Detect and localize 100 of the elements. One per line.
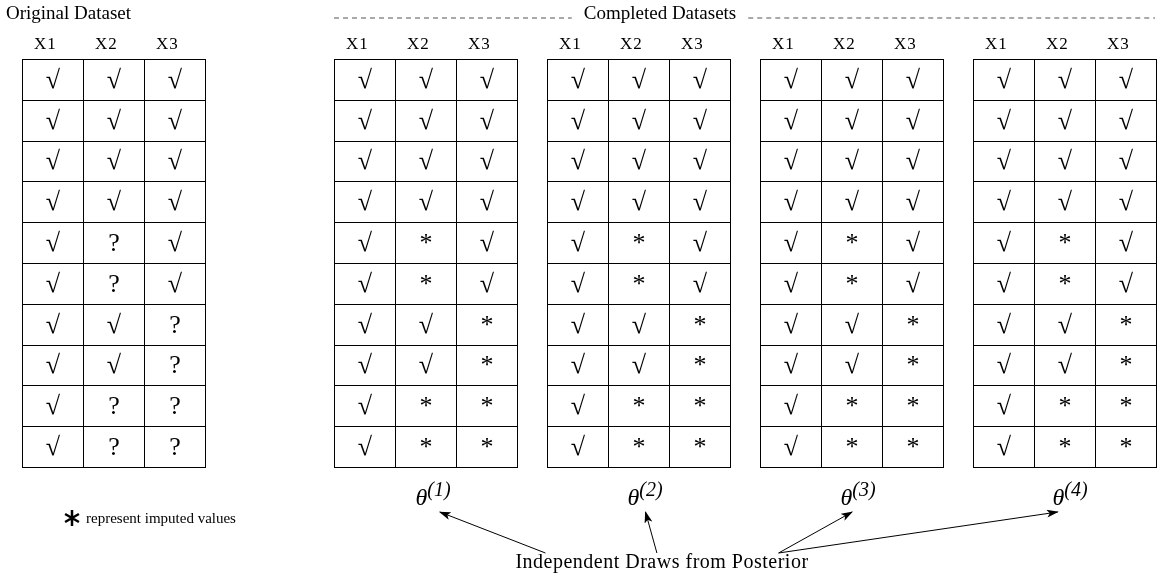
table-cell: √ (608, 100, 670, 142)
table-cell: * (456, 426, 518, 468)
table-cell: √ (973, 181, 1035, 223)
table-cell: √ (83, 304, 145, 346)
column-header: X1 (772, 34, 795, 54)
table-cell: √ (973, 222, 1035, 264)
table-cell: √ (547, 263, 609, 305)
legend-text: represent imputed values (85, 509, 237, 528)
table-cell: √ (83, 345, 145, 386)
table-cell: ? (83, 426, 145, 468)
table-cell: √ (760, 181, 822, 223)
table-cell: √ (608, 181, 670, 223)
table-cell: * (821, 426, 883, 468)
table-cell: √ (608, 59, 670, 101)
table-cell: √ (973, 100, 1035, 142)
table-cell: √ (882, 141, 944, 182)
table-cell: √ (669, 222, 731, 264)
table-cell: √ (144, 59, 206, 101)
table-cell: √ (395, 181, 457, 223)
table-cell: √ (760, 222, 822, 264)
table-cell: ? (144, 385, 206, 427)
table-cell: * (395, 426, 457, 468)
table-cell: √ (760, 100, 822, 142)
table-cell: √ (456, 59, 518, 101)
column-header: X1 (346, 34, 369, 54)
table-cell: √ (334, 304, 396, 346)
column-header: X1 (34, 34, 57, 54)
table-cell: √ (334, 426, 396, 468)
table-cell: √ (1034, 304, 1096, 346)
table-cell: ? (144, 426, 206, 468)
table-cell: √ (547, 304, 609, 346)
table-cell: √ (760, 59, 822, 101)
table-cell: √ (547, 100, 609, 142)
table-cell: * (669, 385, 731, 427)
table-cell: √ (83, 181, 145, 223)
table-cell: √ (1095, 59, 1157, 101)
table-cell: √ (1095, 141, 1157, 182)
table-cell: √ (882, 263, 944, 305)
table-cell: √ (760, 304, 822, 346)
table-cell: √ (334, 263, 396, 305)
table-cell: √ (22, 345, 84, 386)
table-cell: √ (547, 426, 609, 468)
section-title: Completed Datasets (583, 2, 737, 24)
table-cell: * (882, 345, 944, 386)
table-cell: √ (456, 181, 518, 223)
table-cell: √ (1034, 345, 1096, 386)
table-cell: √ (22, 426, 84, 468)
table-cell: ? (83, 263, 145, 305)
table-cell: * (882, 426, 944, 468)
column-header: X3 (894, 34, 917, 54)
table-cell: √ (144, 141, 206, 182)
parameter-label: θ$^{(1)}$ (415, 478, 451, 511)
table-cell: * (608, 263, 670, 305)
table-cell: √ (669, 263, 731, 305)
table-cell: √ (456, 222, 518, 264)
table-cell: * (1034, 385, 1096, 427)
table-cell: √ (334, 345, 396, 386)
arrow (438, 511, 546, 554)
table-cell: * (821, 385, 883, 427)
table-cell: √ (22, 222, 84, 264)
column-header: X2 (620, 34, 643, 54)
table-cell: * (1095, 345, 1157, 386)
table-cell: * (395, 385, 457, 427)
table-cell: √ (334, 222, 396, 264)
table-cell: √ (83, 59, 145, 101)
table-cell: √ (669, 100, 731, 142)
table-cell: √ (973, 304, 1035, 346)
column-header: X2 (833, 34, 856, 54)
table-cell: √ (456, 100, 518, 142)
table-cell: √ (1095, 263, 1157, 305)
table-cell: √ (882, 222, 944, 264)
table-cell: √ (821, 100, 883, 142)
table-cell: √ (882, 181, 944, 223)
table-cell: √ (547, 181, 609, 223)
table-cell: √ (1034, 59, 1096, 101)
table-cell: √ (1095, 100, 1157, 142)
table-cell: √ (821, 181, 883, 223)
table-cell: √ (760, 141, 822, 182)
table-cell: √ (144, 181, 206, 223)
table-cell: * (1095, 304, 1157, 346)
table-cell: √ (973, 345, 1035, 386)
table-cell: √ (760, 263, 822, 305)
table-cell: * (1095, 385, 1157, 427)
table-cell: * (395, 222, 457, 264)
table-cell: √ (608, 141, 670, 182)
table-cell: * (821, 263, 883, 305)
table-cell: √ (608, 345, 670, 386)
table-cell: √ (973, 385, 1035, 427)
table-cell: √ (882, 100, 944, 142)
table-cell: √ (22, 385, 84, 427)
table-cell: √ (334, 100, 396, 142)
table-cell: √ (334, 181, 396, 223)
column-header: X3 (156, 34, 179, 54)
table-cell: √ (456, 263, 518, 305)
table-cell: √ (395, 345, 457, 386)
column-header: X3 (1107, 34, 1130, 54)
table-cell: √ (22, 304, 84, 346)
table-cell: √ (973, 263, 1035, 305)
column-header: X2 (407, 34, 430, 54)
column-header: X1 (559, 34, 582, 54)
